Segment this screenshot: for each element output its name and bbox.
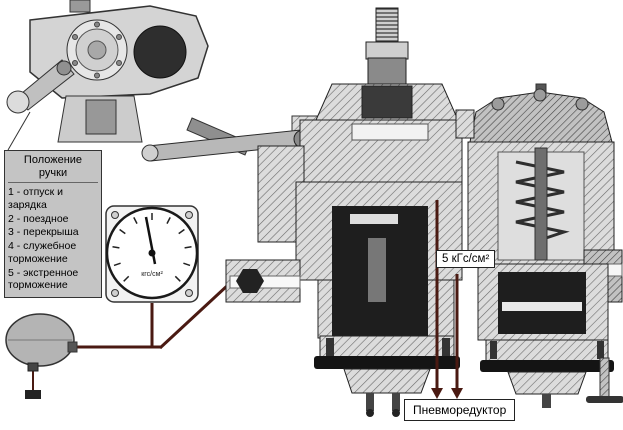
legend-item-2: 2 - поездное (8, 212, 69, 225)
legend-item-5: 5 - экстренное торможение (8, 266, 79, 291)
pressure-label: 5 кГс/см² (436, 250, 496, 268)
gauge-ticks (112, 213, 192, 282)
reducer-cross-section (455, 83, 623, 408)
legend-item-1: 1 - отпуск и зарядка (8, 186, 64, 211)
spring (515, 160, 570, 242)
legend-title: Положение ручки (8, 153, 98, 184)
gauge-needle (144, 216, 157, 265)
handle-position-legend: Положение ручки 1 - отпуск и зарядка 2 -… (4, 150, 102, 298)
port-bolt (236, 269, 264, 293)
gauge-unit-label: кгс/см² (141, 271, 163, 278)
legend-item-3: 3 - перекрыша (8, 226, 79, 239)
reservoir (5, 313, 78, 372)
dark-cap (133, 25, 187, 79)
pressure-gauge: кгс/см² (105, 205, 199, 303)
diaphragm (314, 356, 460, 369)
legend-item-4: 4 - служебное торможение (8, 240, 77, 265)
brake-valve-handle-drawing (6, 0, 209, 151)
adjusting-screw (375, 7, 399, 45)
brake-pipe-fitting (25, 390, 41, 399)
reducer-label: Пневморедуктор (404, 399, 516, 421)
flow-arrows (431, 200, 463, 399)
drain-t-handle (586, 396, 623, 403)
brake-valve-cross-section (225, 7, 463, 417)
legend-leader-line (7, 111, 31, 151)
